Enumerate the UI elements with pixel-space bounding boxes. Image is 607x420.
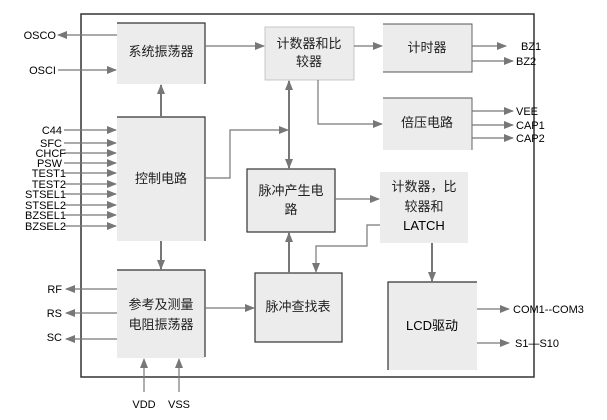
- pin-osco: OSCO: [24, 30, 57, 42]
- block-label: 脉冲查找表: [265, 300, 330, 315]
- pin-control-input: SFC: [40, 138, 62, 150]
- block-label: 系统振荡器: [128, 45, 193, 60]
- block-system-oscillator: 系统振荡器: [117, 22, 206, 84]
- pin-vdd: VDD: [132, 399, 155, 411]
- pin-rs: RS: [47, 308, 62, 320]
- pin-control-input: BZSEL1: [25, 210, 66, 222]
- pin-osci: OSCI: [29, 65, 56, 77]
- block-control-circuit: 控制电路: [117, 116, 206, 241]
- pin-control-input: C44: [42, 125, 62, 137]
- block-counter-latch: 计数器，比 较器和 LATCH: [380, 172, 468, 243]
- pin-cap2: CAP2: [516, 133, 545, 145]
- block-pulse-lookup-table: 脉冲查找表: [254, 272, 343, 343]
- block-counter-comparator: 计数器和比 较器: [264, 26, 355, 81]
- control-to-bus: [205, 126, 289, 179]
- block-pulse-generator: 脉冲产生电 路: [246, 168, 336, 233]
- pin-com: COM1--COM3: [513, 304, 584, 316]
- block-voltage-doubler: 倍压电路: [383, 97, 473, 150]
- pin-control-input: TEST1: [32, 168, 66, 180]
- block-label-line1: 计数器，比: [391, 180, 456, 195]
- chip-outline: [80, 13, 535, 378]
- block-label-line2: 较器和: [404, 200, 443, 215]
- pin-control-input: PSW: [37, 158, 63, 170]
- pin-control-input: STSEL1: [25, 189, 66, 201]
- pin-control-input: TEST2: [32, 179, 66, 191]
- pin-seg: S1—S10: [515, 338, 559, 350]
- pin-control-input: STSEL2: [25, 200, 66, 212]
- block-label-line1: 参考及测量: [128, 297, 193, 313]
- internal-connections: [157, 42, 436, 312]
- pin-vee: VEE: [516, 106, 538, 118]
- block-lcd-driver: LCD驱动: [387, 281, 477, 370]
- pin-control-input: CHCF: [35, 148, 66, 160]
- block-label-line2: 路: [284, 202, 297, 218]
- pin-sc: SC: [47, 332, 62, 344]
- block-timer: 计时器: [383, 23, 473, 73]
- counter-to-doubler: [317, 80, 383, 128]
- pin-control-input: BZSEL2: [25, 221, 66, 233]
- block-label-line2: 电阻振荡器: [128, 318, 193, 333]
- pin-bz2: BZ2: [516, 56, 536, 68]
- pin-cap1: CAP1: [516, 120, 545, 132]
- block-label: 控制电路: [135, 171, 187, 187]
- external-pins: [57, 31, 514, 392]
- block-label-line3: LATCH: [403, 218, 445, 233]
- block-label-line1: 计数器和比: [276, 37, 341, 52]
- pin-bz1: BZ1: [521, 41, 541, 53]
- block-label-line1: 脉冲产生电: [258, 184, 323, 199]
- block-reference-oscillator: 参考及测量 电阻振荡器: [117, 269, 206, 358]
- block-label: LCD驱动: [406, 318, 458, 333]
- block-label: 计时器: [407, 41, 446, 56]
- block-label-line2: 较器: [296, 55, 322, 70]
- pin-vss: VSS: [168, 399, 190, 411]
- block-label: 倍压电路: [401, 115, 453, 131]
- pin-rf: RF: [47, 284, 62, 296]
- latch-to-lut: [312, 224, 380, 273]
